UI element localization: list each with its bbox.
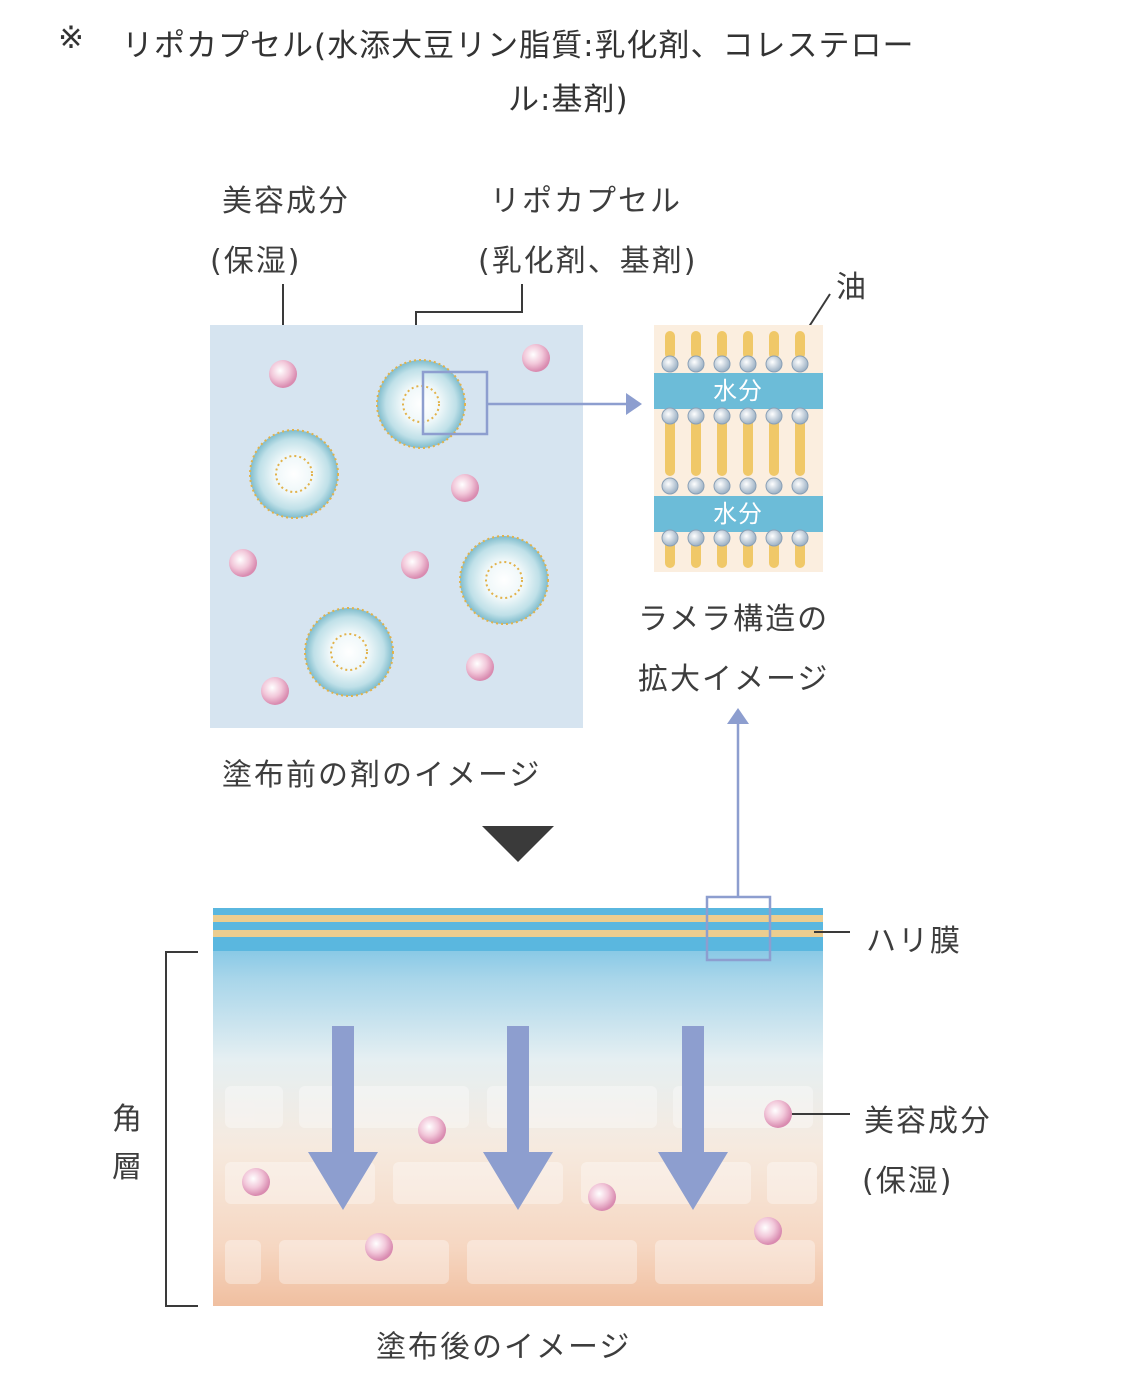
stratum-label-2: 層 bbox=[112, 1150, 144, 1185]
footnote-line-2: ル:基剤) bbox=[508, 82, 629, 118]
lamella-caption-line-2: 拡大イメージ bbox=[638, 662, 830, 697]
beauty-ingredient-ball bbox=[418, 1116, 446, 1144]
beauty-ingredient-ball bbox=[451, 474, 479, 502]
lipocapsule-label: リポカプセル bbox=[490, 184, 682, 219]
lipocapsule bbox=[459, 535, 549, 625]
beauty-ingredient-ball bbox=[401, 551, 429, 579]
lipocapsule bbox=[249, 429, 339, 519]
beauty-ingredient-label: 美容成分 bbox=[222, 184, 350, 219]
lipocapsule bbox=[304, 607, 394, 697]
beauty-ingredient-ball bbox=[522, 344, 550, 372]
lamella-caption-line-1: ラメラ構造の bbox=[638, 602, 830, 637]
water-label-1: 水分 bbox=[713, 377, 763, 405]
water-label-2: 水分 bbox=[713, 500, 763, 528]
lamella-up-arrow-head bbox=[727, 708, 749, 724]
beauty-ingredient-ball bbox=[261, 677, 289, 705]
side-beauty-ingredient-label: 美容成分 bbox=[864, 1104, 992, 1139]
beauty-ingredient-ball bbox=[242, 1168, 270, 1196]
beauty-ingredient-ball bbox=[588, 1183, 616, 1211]
oil-label: 油 bbox=[836, 270, 868, 305]
lipocapsule bbox=[376, 359, 466, 449]
film-zoom-box bbox=[705, 895, 772, 962]
stratum-bracket bbox=[165, 951, 198, 1307]
beauty-ingredient-ball bbox=[229, 549, 257, 577]
down-triangle-icon bbox=[482, 826, 554, 862]
footnote-line-1: リポカプセル(水添大豆リン脂質:乳化剤、コレステロー bbox=[122, 28, 915, 64]
before-caption: 塗布前の剤のイメージ bbox=[222, 758, 542, 793]
after-caption: 塗布後のイメージ bbox=[376, 1330, 632, 1365]
after-skin-block bbox=[213, 908, 823, 1306]
zoom-arrow-head bbox=[626, 393, 642, 415]
beauty-ingredient-ball bbox=[365, 1233, 393, 1261]
stratum-label-1: 角 bbox=[112, 1102, 144, 1137]
beauty-ingredient-ball bbox=[764, 1100, 792, 1128]
beauty-ingredient-ball bbox=[754, 1217, 782, 1245]
penetration-arrows bbox=[308, 1026, 728, 1210]
side-beauty-ingredient-sublabel: (保湿) bbox=[862, 1164, 954, 1199]
beauty-ingredient-ball bbox=[466, 653, 494, 681]
lipocapsule-sublabel: (乳化剤、基剤) bbox=[478, 244, 698, 279]
lamella-structure bbox=[654, 325, 823, 572]
footnote-mark: ※ bbox=[58, 20, 85, 56]
film-label: ハリ膜 bbox=[866, 924, 962, 959]
beauty-ingredient-sublabel: (保湿) bbox=[210, 244, 302, 279]
beauty-ingredient-ball bbox=[269, 360, 297, 388]
